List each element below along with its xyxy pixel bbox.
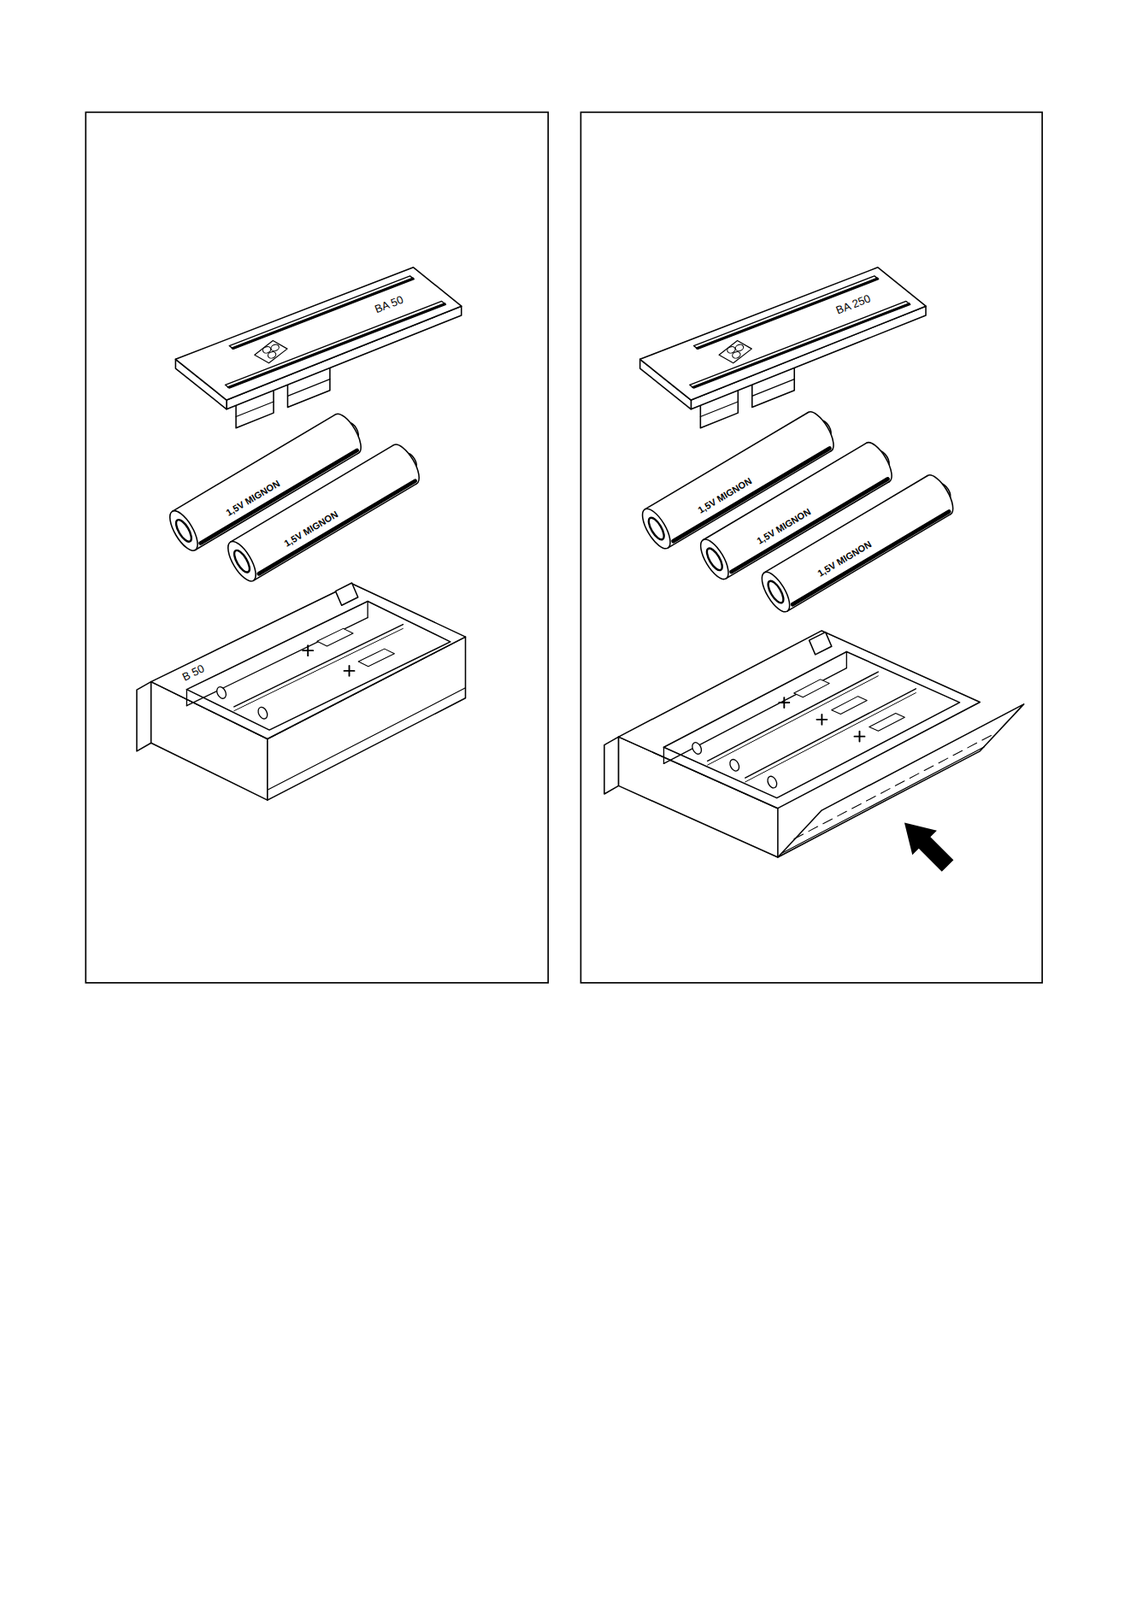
contact-plate bbox=[317, 628, 354, 647]
polarity-mark bbox=[859, 731, 861, 743]
tray-wall-edge bbox=[366, 600, 368, 618]
battery-front-terminal bbox=[231, 547, 254, 575]
part-label: 1,5V MIGNON bbox=[223, 478, 282, 519]
battery-front-cap bbox=[695, 535, 734, 584]
tray-divider bbox=[234, 628, 404, 711]
tray-clip bbox=[809, 632, 832, 655]
tray-door-edge bbox=[794, 732, 996, 839]
contact-spring bbox=[690, 741, 704, 756]
tray-wall-edge bbox=[663, 747, 665, 764]
lid-slot-shade bbox=[692, 303, 909, 388]
battery-body bbox=[764, 476, 951, 613]
part-label: BA 50 bbox=[372, 294, 405, 316]
lid-slot-shade bbox=[696, 278, 878, 349]
contact-plate bbox=[358, 648, 395, 667]
polarity-mark bbox=[348, 665, 351, 677]
tray-divider bbox=[707, 676, 879, 766]
battery-front-cap bbox=[756, 568, 796, 617]
part-label: 1,5V MIGNON bbox=[816, 540, 874, 580]
part-label: BA 250 bbox=[834, 292, 872, 316]
tray-cavity bbox=[186, 600, 450, 731]
recycle-symbol bbox=[734, 343, 744, 353]
battery-front-cap bbox=[164, 506, 203, 555]
battery-front-cap bbox=[636, 505, 676, 554]
battery bbox=[223, 440, 425, 585]
tray-divider bbox=[234, 624, 404, 707]
pointer-arrow bbox=[904, 822, 954, 872]
battery-front-terminal bbox=[703, 546, 725, 573]
illustration-group bbox=[85, 111, 1043, 984]
part-label: 1,5V MIGNON bbox=[282, 509, 340, 549]
battery-edge bbox=[787, 514, 951, 612]
battery-body bbox=[230, 445, 418, 582]
tray-tab bbox=[604, 736, 619, 795]
recycle-symbol-frame bbox=[718, 341, 752, 364]
part-label: 1,5V MIGNON bbox=[696, 476, 754, 516]
lid-slot bbox=[689, 300, 911, 389]
tray-rim bbox=[618, 630, 981, 809]
tray-wall-edge bbox=[846, 652, 848, 669]
tray-divider bbox=[745, 693, 917, 783]
lid-slot bbox=[229, 276, 414, 349]
tray-wall-edge bbox=[186, 689, 188, 707]
recycle-symbol bbox=[731, 350, 742, 360]
lid-slot-shade bbox=[232, 278, 413, 349]
battery-lid bbox=[175, 267, 461, 429]
panel-frame bbox=[580, 111, 1043, 984]
battery-tray bbox=[604, 630, 1025, 858]
polarity-mark bbox=[306, 645, 309, 656]
contact-plate bbox=[869, 712, 905, 731]
lid-top-face bbox=[175, 267, 461, 401]
lid-slot bbox=[693, 276, 878, 349]
battery-edge bbox=[253, 483, 417, 581]
lid-top-face bbox=[640, 267, 926, 401]
contact-spring bbox=[215, 685, 229, 701]
contact-spring bbox=[256, 706, 270, 721]
battery-front-terminal bbox=[645, 515, 667, 542]
polarity-mark bbox=[783, 697, 785, 708]
battery-tray bbox=[136, 583, 466, 801]
battery bbox=[756, 471, 959, 616]
battery-front-cap bbox=[223, 537, 262, 586]
contact-plate bbox=[794, 679, 830, 698]
recycle-symbol bbox=[270, 343, 280, 353]
lid-slot bbox=[224, 300, 446, 389]
tray-tab bbox=[136, 682, 152, 752]
tray-clip bbox=[335, 583, 358, 606]
panel-frame bbox=[85, 111, 548, 984]
recycle-symbol-frame bbox=[254, 341, 288, 364]
polarity-mark bbox=[820, 714, 823, 725]
tray-rim bbox=[151, 583, 466, 739]
battery-shading bbox=[259, 481, 416, 575]
battery-front-terminal bbox=[765, 578, 787, 606]
recycle-symbol bbox=[266, 350, 277, 360]
contact-spring bbox=[728, 758, 742, 773]
tray-door-hinge bbox=[782, 747, 984, 854]
tray-divider bbox=[707, 671, 879, 761]
contact-spring bbox=[765, 775, 779, 790]
contact-plate bbox=[831, 696, 867, 715]
lid-slot-shade bbox=[228, 303, 445, 388]
tray-wall-edge bbox=[186, 618, 368, 707]
part-label: 1,5V MIGNON bbox=[754, 506, 813, 547]
part-label: B 50 bbox=[180, 662, 207, 683]
battery-front-terminal bbox=[173, 518, 195, 545]
tray-wall-edge bbox=[663, 668, 847, 765]
tray-door bbox=[777, 704, 1025, 858]
battery-lid bbox=[640, 267, 926, 429]
battery-shading bbox=[792, 512, 949, 606]
tray-divider bbox=[745, 689, 917, 778]
